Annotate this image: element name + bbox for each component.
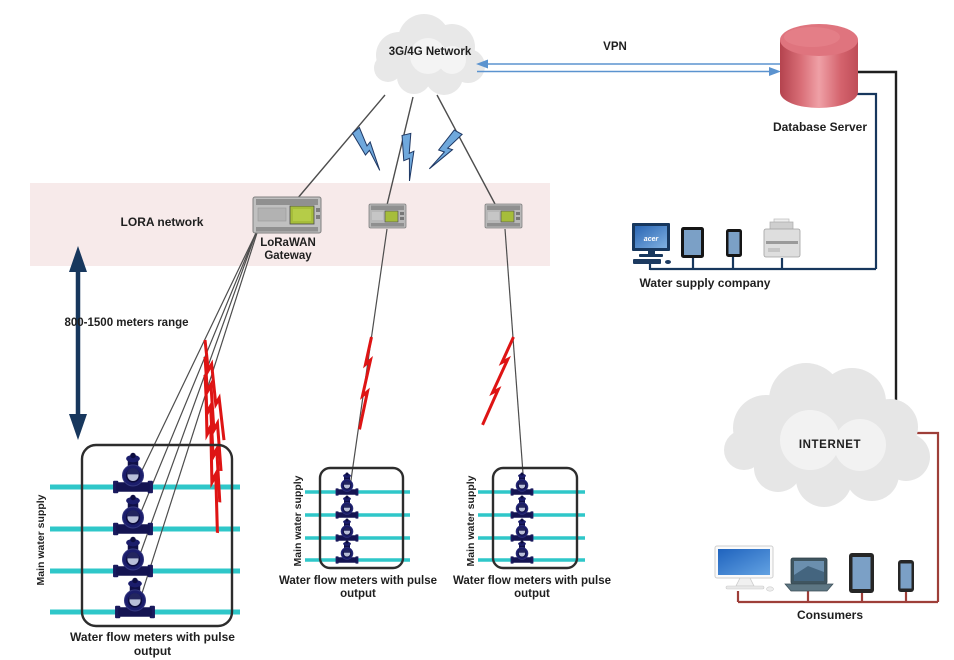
water-meter-icon: [335, 517, 359, 543]
gateway-node-icon: [368, 203, 407, 229]
internet-label: INTERNET: [798, 439, 862, 451]
vpn-label: VPN: [603, 41, 627, 53]
water-meter-icon: [114, 576, 156, 620]
lora-network-label: LORA network: [120, 215, 204, 229]
meter-caption: Water flow meters with pulse output: [70, 630, 235, 658]
smartphone-icon: [726, 229, 742, 257]
printer-icon: [763, 218, 801, 258]
water-meter-icon: [510, 494, 534, 520]
gateway-node-icon: [484, 203, 523, 229]
consumer-devices: [714, 545, 914, 593]
internet-cloud-shape: [724, 363, 930, 507]
company-devices: acer: [632, 218, 801, 264]
range-label: 800-1500 meters range: [64, 317, 189, 329]
consumers-label: Consumers: [796, 608, 864, 622]
database-server-icon: [780, 24, 858, 108]
desktop-icon: [714, 545, 774, 592]
blue-lightning-icon: [348, 127, 390, 172]
server-internet-link: [858, 70, 898, 410]
main-water-supply-label: Main water supply: [35, 494, 47, 586]
tablet-icon: [849, 553, 874, 593]
meter-boxes: [80, 443, 579, 628]
blue-lightning-icon: [427, 127, 463, 176]
tablet-icon: [681, 227, 704, 258]
lora-radio-links: [133, 228, 525, 613]
company-label: Water supply company: [639, 276, 771, 290]
lorawan-gateway-icon: [252, 196, 322, 234]
meter-caption: Water flow meters with pulse output: [452, 575, 612, 601]
main-water-supply-label: Main water supply: [292, 475, 304, 567]
red-lightning-icon: [357, 335, 374, 431]
water-meter-icon: [112, 493, 154, 537]
server-company-link: [648, 92, 878, 271]
water-meter-icon: [510, 471, 534, 497]
range-arrow: [69, 246, 87, 440]
network-cloud-shape: [374, 14, 485, 95]
water-meter-icon: [335, 494, 359, 520]
water-meter-icon: [112, 535, 154, 579]
meter-caption: Water flow meters with pulse output: [278, 575, 438, 601]
database-server-label: Database Server: [772, 120, 868, 134]
water-meter-icon: [335, 539, 359, 565]
network-cloud-label: 3G/4G Network: [388, 46, 472, 58]
lorawan-gateway-label: LoRaWAN Gateway: [260, 237, 316, 263]
blue-lightning-icon: [397, 132, 422, 182]
vpn-link: [476, 59, 781, 76]
laptop-icon: [784, 557, 834, 592]
cloud-gateway-links: [296, 94, 496, 206]
red-lightning-icon: [480, 332, 516, 429]
svg-text:acer: acer: [644, 236, 660, 243]
water-meter-icon: [510, 539, 534, 565]
smartphone-icon: [898, 560, 914, 592]
main-water-supply-label: Main water supply: [465, 475, 477, 567]
water-meter-icon: [510, 517, 534, 543]
monitor-icon: acer: [632, 223, 671, 264]
water-meter-icon: [335, 471, 359, 497]
